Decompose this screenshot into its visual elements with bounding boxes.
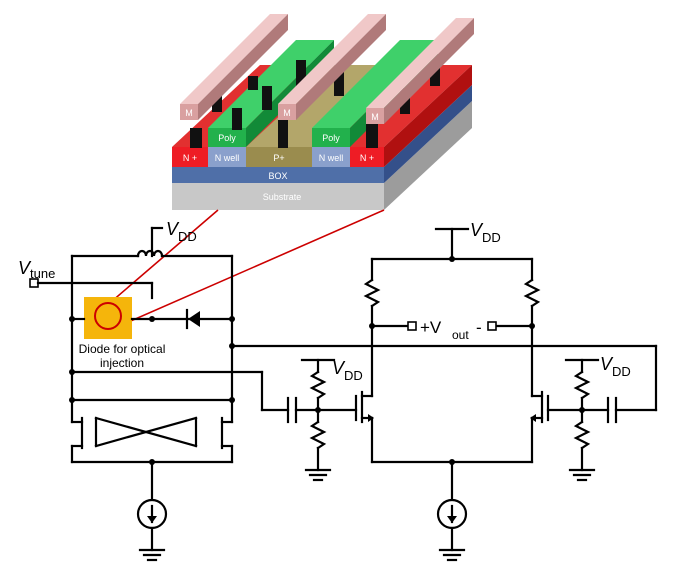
n-plus-right-label: N + — [360, 153, 374, 163]
vco-circuit: V DD V tune Diode for optical injection — [18, 219, 658, 562]
n-well-right — [312, 147, 350, 167]
svg-text:V: V — [470, 220, 484, 240]
p-plus-region — [246, 147, 312, 167]
svg-text:DD: DD — [612, 364, 631, 379]
vdd-label-vco: V DD — [166, 219, 197, 244]
vdd-label-bias-right: V DD — [600, 354, 631, 379]
metal-left: M — [180, 14, 288, 120]
vout-minus-terminal — [487, 321, 497, 331]
poly-right-label: Poly — [322, 133, 340, 143]
svg-text:V: V — [18, 258, 32, 278]
svg-text:tune: tune — [30, 266, 55, 281]
svg-text:V: V — [600, 354, 614, 374]
poly-right-front — [312, 128, 350, 147]
svg-text:V: V — [166, 219, 180, 239]
svg-text:M: M — [283, 108, 291, 118]
svg-text:DD: DD — [178, 229, 197, 244]
p-plus-label: P+ — [273, 153, 284, 163]
diode-label-line2: injection — [100, 356, 144, 370]
buffer-circuit: V DD +V out - — [286, 220, 658, 562]
n-well-right-label: N well — [319, 153, 344, 163]
poly-right-top — [312, 40, 438, 128]
box-label: BOX — [268, 171, 287, 181]
svg-text:DD: DD — [482, 230, 501, 245]
svg-text:V: V — [332, 358, 346, 378]
n-well-left-label: N well — [215, 153, 240, 163]
svg-text:-: - — [476, 318, 482, 337]
vdd-label-bias-left: V DD — [332, 358, 363, 383]
metal-middle: M — [278, 14, 386, 120]
diode-label-line1: Diode for optical — [79, 342, 166, 356]
photodiode-symbol — [94, 302, 122, 330]
silicon-side — [384, 65, 472, 167]
vout-label: +V out - — [420, 318, 482, 342]
n-well-left — [208, 147, 246, 167]
callout-lines — [103, 209, 385, 325]
svg-text:M: M — [185, 108, 193, 118]
svg-text:out: out — [452, 328, 469, 342]
n-plus-left-label: N + — [183, 153, 197, 163]
box-layer — [172, 167, 384, 183]
metal-right: M — [366, 18, 474, 124]
svg-text:DD: DD — [344, 368, 363, 383]
substrate-layer — [172, 183, 384, 210]
box-side — [384, 85, 472, 183]
svg-text:+V: +V — [420, 318, 442, 337]
varactor-diode — [188, 311, 200, 327]
substrate-label: Substrate — [263, 192, 302, 202]
vdd-label-buffer: V DD — [470, 220, 501, 245]
substrate-side — [384, 101, 472, 210]
n-plus-left — [172, 147, 208, 167]
poly-left-label: Poly — [218, 133, 236, 143]
vout-plus-terminal — [407, 321, 417, 331]
poly-left-front — [208, 128, 246, 147]
device-cross-section: Substrate BOX N + N well P+ N well N + P… — [172, 14, 474, 210]
vtune-label: V tune — [18, 258, 55, 281]
n-plus-right — [350, 147, 384, 167]
svg-text:M: M — [371, 112, 379, 122]
